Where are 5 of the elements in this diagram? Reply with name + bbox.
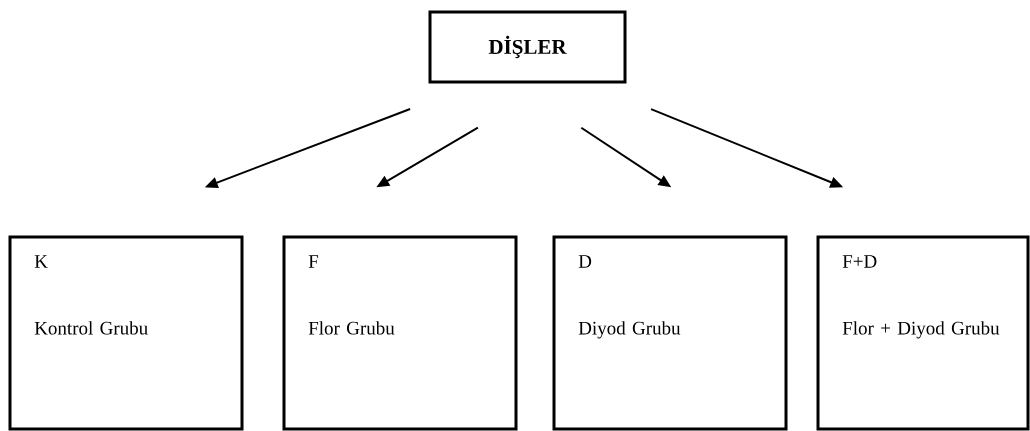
group-box: F Flor Grubu (282, 235, 518, 431)
group-box: K Kontrol Grubu (8, 235, 244, 431)
group-box: D Diyod Grubu (552, 235, 788, 431)
title-box: DİŞLER (428, 10, 627, 84)
group-box: F+D Flor + Diyod Grubu (816, 235, 1030, 431)
